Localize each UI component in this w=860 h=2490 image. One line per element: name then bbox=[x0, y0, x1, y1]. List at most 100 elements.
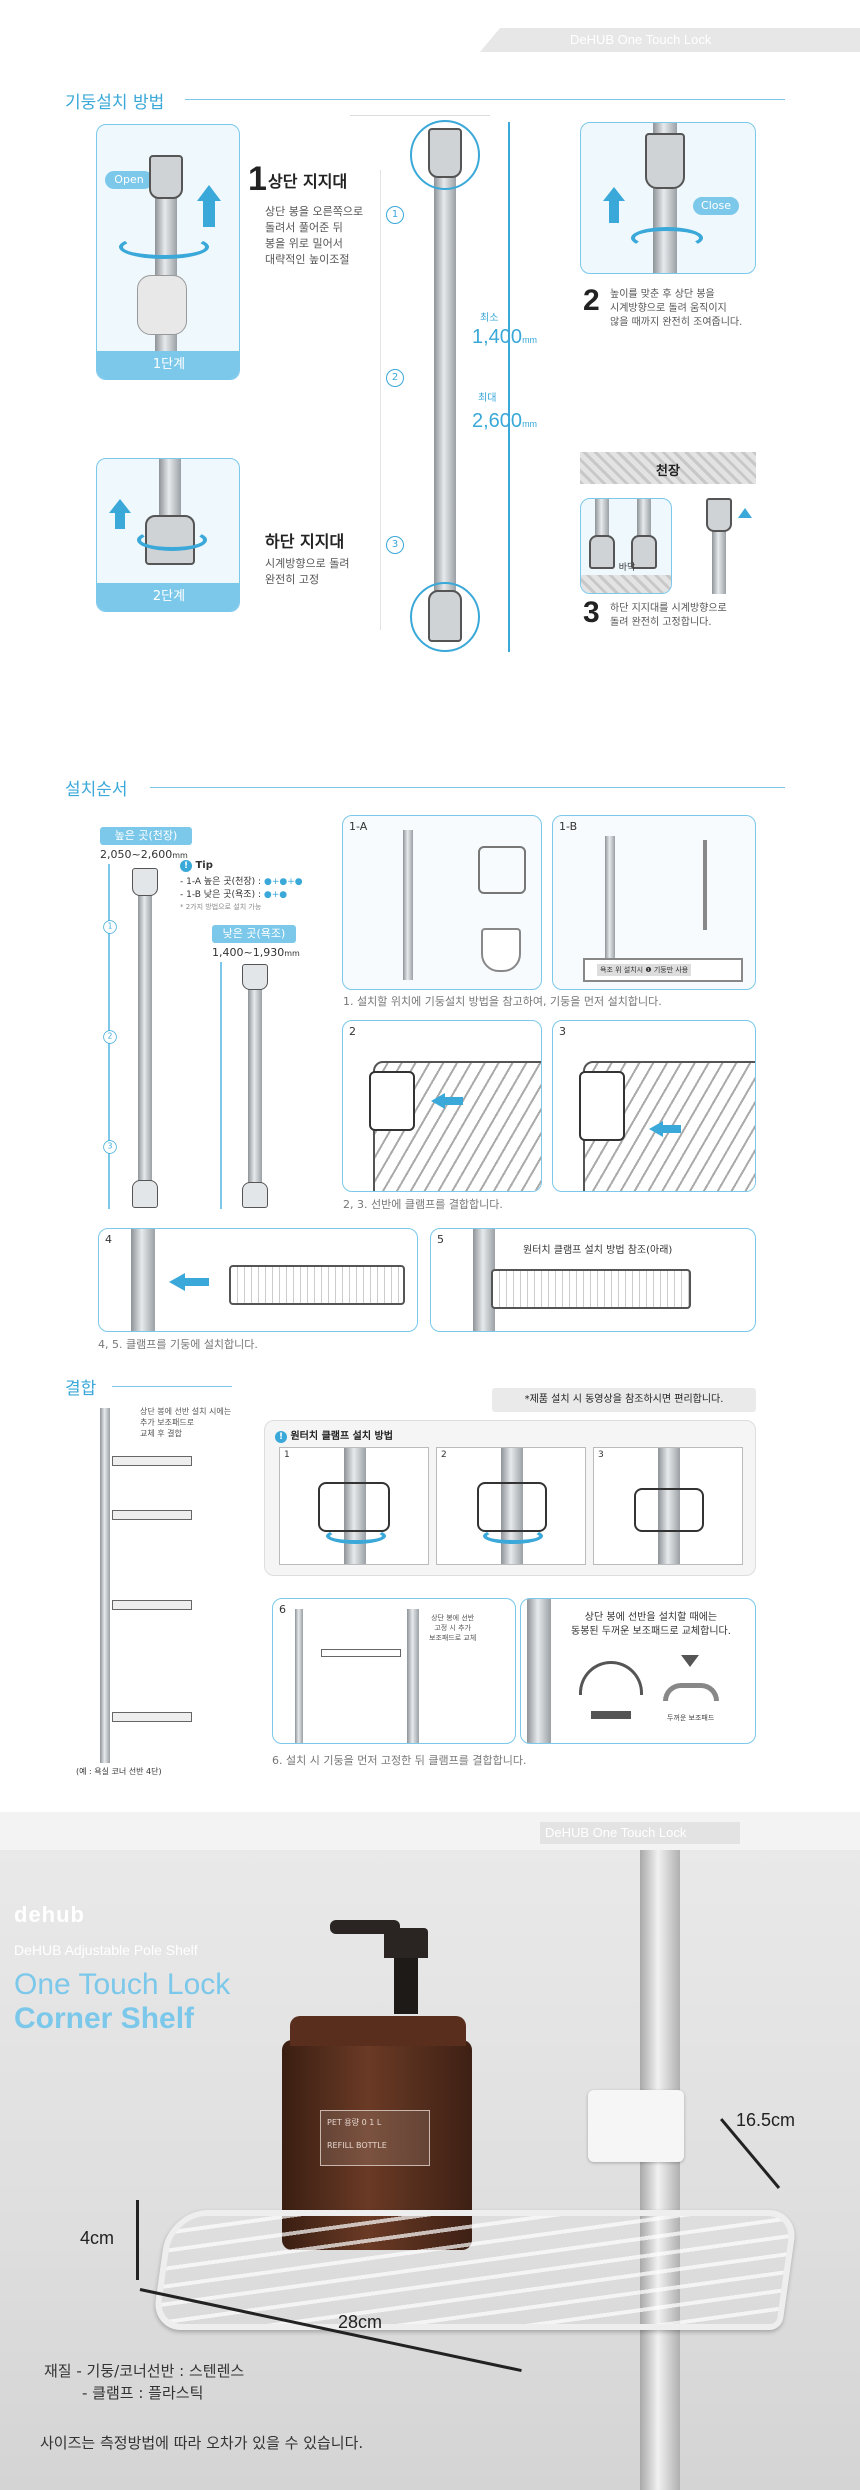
panel-2: 2 bbox=[342, 1020, 542, 1192]
clamp-step-2: 2 bbox=[436, 1447, 586, 1565]
banner-white bbox=[0, 28, 470, 52]
mini-shelf bbox=[112, 1456, 192, 1466]
lower-support bbox=[242, 1182, 268, 1208]
right3-num: 3 bbox=[583, 596, 600, 629]
ceiling-line bbox=[350, 115, 490, 116]
unit: mm bbox=[522, 335, 538, 345]
toilet-illustration bbox=[481, 928, 521, 972]
pole-illustration bbox=[473, 1229, 495, 1331]
section-line bbox=[150, 787, 785, 788]
tip-title-text: Tip bbox=[195, 860, 213, 871]
lower-support bbox=[132, 1180, 158, 1208]
step1-caption: 1단계 bbox=[97, 351, 239, 379]
max-value: 2,600mm bbox=[472, 410, 537, 433]
upper-support-illustration bbox=[149, 155, 183, 199]
tip-badges: ●+●+● bbox=[263, 877, 303, 887]
clamp-step-num: 3 bbox=[598, 1450, 604, 1460]
bottle-shoulder bbox=[290, 2016, 466, 2046]
clamp-illustration bbox=[579, 1071, 625, 1141]
dim-height: 4cm bbox=[80, 2228, 115, 2248]
section-title-install: 기둥설치 방법 bbox=[65, 93, 165, 113]
dim-height-line bbox=[136, 2200, 139, 2280]
high-label: 높은 곳(천장) bbox=[100, 827, 192, 845]
bath-note: 욕조 위 설치시 ❶ 기둥만 사용 bbox=[597, 964, 692, 976]
rotate-arrow-icon bbox=[137, 529, 207, 551]
panel-1b: 1-B 욕조 위 설치시 ❶ 기둥만 사용 bbox=[552, 815, 756, 990]
down-arrow-icon bbox=[681, 1655, 699, 1667]
upper-desc: 상단 봉을 오른쪽으로 돌려서 풀어준 뒤 봉을 위로 밀어서 대략적인 높이조… bbox=[265, 204, 363, 268]
banner-label: DeHUB One Touch Lock bbox=[570, 32, 712, 47]
material-line-1: 재질 - 기둥/코너선반 : 스텐렌스 bbox=[44, 2362, 245, 2380]
floor-detail bbox=[684, 498, 756, 594]
right2-desc: 높이를 맞춘 후 상단 봉을 시계방향으로 돌려 움직이지 않을 때까지 완전히… bbox=[610, 288, 742, 330]
up-arrow-shaft bbox=[203, 201, 215, 227]
pole-illustration bbox=[658, 1448, 680, 1564]
product-title-2: Corner Shelf bbox=[14, 2002, 195, 2035]
guide-line bbox=[380, 170, 381, 630]
section-title-order: 설치순서 bbox=[65, 780, 128, 800]
right2-num: 2 bbox=[583, 284, 600, 317]
rotate-arrow-icon bbox=[119, 235, 209, 259]
lower-desc: 시계방향으로 돌려 완전히 고정 bbox=[265, 556, 349, 588]
up-arrow-icon bbox=[603, 187, 625, 201]
product-photo: dehub DeHUB Adjustable Pole Shelf One To… bbox=[0, 1850, 860, 2490]
panel-5-label: 5 bbox=[437, 1233, 444, 1246]
pump-neck bbox=[394, 1958, 418, 2014]
clamp-guide-panel: ! 원터치 클램프 설치 방법 1 2 3 bbox=[264, 1420, 756, 1576]
mini-shelf bbox=[112, 1600, 192, 1610]
section-line bbox=[185, 99, 785, 100]
caption-23: 2, 3. 선반에 클램프를 결합합니다. bbox=[343, 1198, 503, 1211]
tip-title: ! Tip bbox=[180, 860, 303, 872]
low-range-value: 1,400~1,930 bbox=[212, 946, 285, 959]
info-icon: ! bbox=[275, 1431, 287, 1443]
panel-3: 3 bbox=[552, 1020, 756, 1192]
lower-highlight-circle bbox=[410, 582, 480, 652]
side-note-line: 교체 후 결합 bbox=[140, 1429, 182, 1438]
upper-highlight-circle bbox=[410, 120, 480, 190]
left-arrow-shaft bbox=[445, 1097, 463, 1105]
brand-logo: dehub bbox=[14, 1902, 85, 1927]
mid-band: DeHUB One Touch Lock bbox=[0, 1812, 860, 1850]
video-note: *제품 설치 시 동영상을 참조하시면 편리합니다. bbox=[492, 1388, 756, 1412]
pole-illustration bbox=[131, 1229, 155, 1331]
upper-support bbox=[242, 964, 268, 990]
right3-desc: 하단 지지대를 시계방향으로 돌려 완전히 고정합니다. bbox=[610, 602, 727, 630]
panel-6-note: 상단 봉에 선반 고정 시 추가 보조패드로 교체 bbox=[429, 1613, 476, 1643]
unit: mm bbox=[522, 419, 538, 429]
up-arrow-icon bbox=[197, 185, 221, 201]
pole-photo bbox=[640, 1850, 680, 2490]
floor-label: 바닥 bbox=[618, 563, 636, 573]
mini-shelf bbox=[112, 1712, 192, 1722]
panel-4: 4 bbox=[98, 1228, 418, 1332]
panel-1b-label: 1-B bbox=[559, 820, 578, 833]
hand-illustration bbox=[137, 275, 187, 335]
left-arrow-icon bbox=[649, 1121, 663, 1137]
right2-desc-line: 높이를 맞춘 후 상단 봉을 bbox=[610, 289, 715, 300]
pad-label: 두꺼운 보조패드 bbox=[667, 1714, 715, 1722]
main-pole bbox=[434, 150, 456, 610]
step2-caption: 2단계 bbox=[97, 583, 239, 611]
panel-5-note: 원터치 클램프 설치 방법 참조(아래) bbox=[523, 1245, 673, 1256]
low-range: 1,400~1,930mm bbox=[212, 946, 300, 959]
product-subtitle: DeHUB Adjustable Pole Shelf bbox=[14, 1942, 198, 1958]
pole-num-1: 1 bbox=[386, 206, 404, 224]
low-dimension-line bbox=[220, 962, 222, 1209]
banner-label-2: DeHUB One Touch Lock bbox=[545, 1825, 687, 1840]
left-arrow-icon bbox=[431, 1093, 445, 1109]
clamp-step-1: 1 bbox=[279, 1447, 429, 1565]
lower-support-illustration bbox=[589, 535, 615, 569]
clamp-step-3: 3 bbox=[593, 1447, 743, 1565]
mini-shelf bbox=[112, 1510, 192, 1520]
pole-illustration bbox=[295, 1609, 303, 1743]
pad-illustration bbox=[579, 1661, 643, 1695]
upper-support bbox=[428, 128, 462, 178]
pad-note: 상단 봉에 선반을 설치할 때에는 동봉된 두꺼운 보조패드로 교체합니다. bbox=[571, 1611, 731, 1639]
low-label: 낮은 곳(욕조) bbox=[212, 925, 296, 943]
pole-num-1: 1 bbox=[103, 920, 117, 934]
shelf-illustration bbox=[491, 1269, 691, 1309]
banner-strip bbox=[540, 1822, 740, 1844]
high-range: 2,050~2,600mm bbox=[100, 848, 188, 861]
pole-illustration bbox=[407, 1609, 419, 1743]
unit: mm bbox=[172, 851, 188, 860]
up-arrow-shaft bbox=[115, 513, 125, 529]
